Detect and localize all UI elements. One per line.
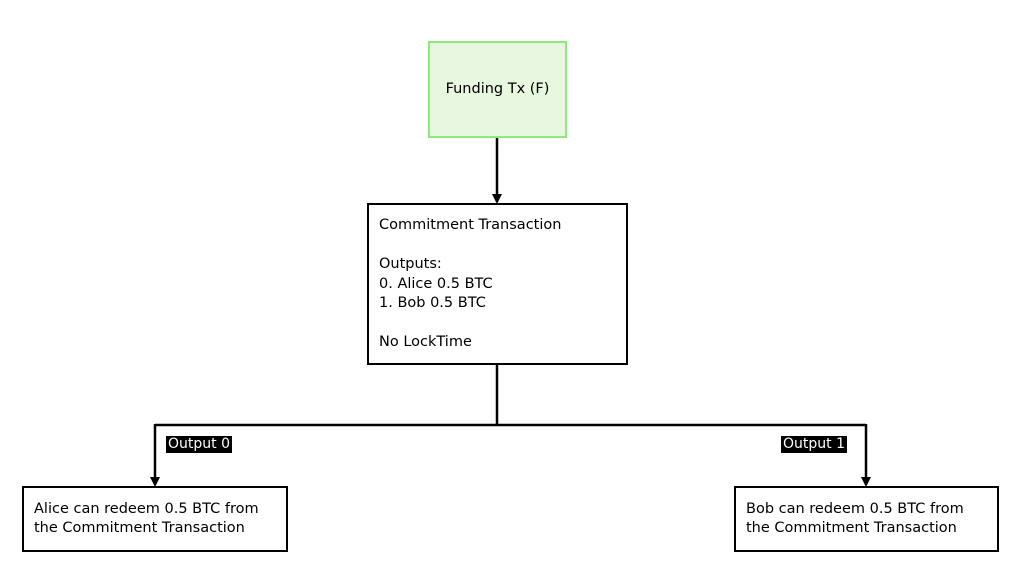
- output-1-label: Output 1: [781, 436, 847, 453]
- blank-line: [379, 236, 616, 256]
- bob-redeem-node: Bob can redeem 0.5 BTC from the Commitme…: [734, 486, 999, 552]
- commitment-transaction-node: Commitment Transaction Outputs: 0. Alice…: [367, 203, 628, 365]
- alice-redeem-line-2: the Commitment Transaction: [34, 520, 245, 536]
- alice-redeem-line-1: Alice can redeem 0.5 BTC from: [34, 500, 259, 517]
- locktime-text: No LockTime: [379, 334, 472, 350]
- blank-line: [379, 314, 616, 334]
- bob-redeem-line-2: the Commitment Transaction: [746, 520, 957, 536]
- output-item-bob: 1. Bob 0.5 BTC: [379, 295, 486, 311]
- alice-redeem-node: Alice can redeem 0.5 BTC from the Commit…: [22, 486, 288, 552]
- output-item-alice: 0. Alice 0.5 BTC: [379, 275, 493, 292]
- bob-redeem-line-1: Bob can redeem 0.5 BTC from: [746, 500, 964, 517]
- funding-tx-node: Funding Tx (F): [428, 41, 567, 138]
- output-0-label: Output 0: [166, 436, 232, 453]
- funding-tx-label: Funding Tx (F): [445, 80, 550, 97]
- commitment-title: Commitment Transaction: [379, 217, 562, 233]
- outputs-heading: Outputs:: [379, 256, 442, 272]
